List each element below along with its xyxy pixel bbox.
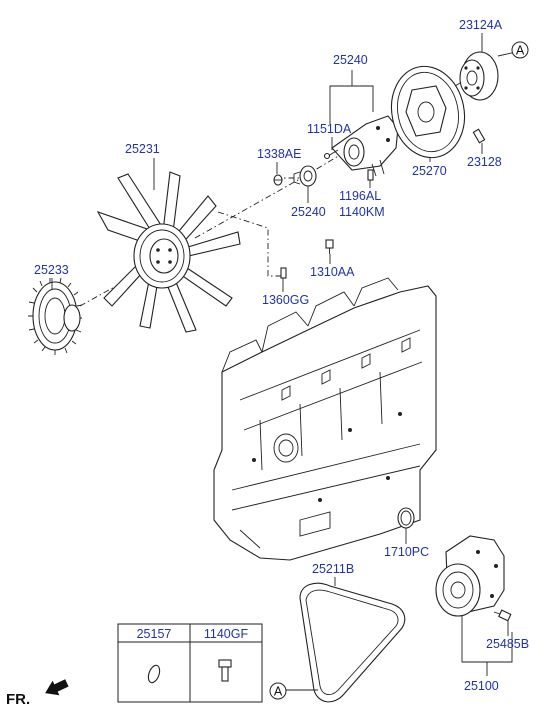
label-23128: 23128 (467, 155, 502, 169)
label-25240-top: 25240 (333, 53, 368, 67)
label-1196AL: 1196AL (339, 189, 381, 203)
table-header-1140GF: 1140GF (204, 627, 249, 641)
table-header-25157: 25157 (137, 627, 172, 641)
label-25240-low: 25240 (291, 205, 326, 219)
label-25233: 25233 (34, 263, 69, 277)
label-25231: 25231 (125, 142, 160, 156)
o-ring-1710PC (397, 507, 415, 529)
fr-label: FR. (6, 691, 30, 708)
center-line-pulley (304, 79, 466, 177)
bolt-23128 (472, 128, 486, 144)
center-line-fan-hub (194, 175, 306, 239)
fan-hub-25240 (293, 165, 317, 187)
pulley-25270 (390, 65, 466, 159)
front-direction-arrow-icon (45, 679, 69, 696)
bolts-1196AL-1140KM (367, 169, 374, 181)
fan-bracket-25240 (331, 115, 399, 177)
water-pump-25100 (435, 535, 505, 617)
fan-clutch-25233 (28, 277, 83, 355)
label-25270: 25270 (412, 164, 447, 178)
callout-circle-top (511, 41, 529, 59)
center-line-fan-clutch (79, 269, 146, 307)
label-1310AA: 1310AA (310, 265, 355, 279)
bolt-1360GG (280, 267, 287, 279)
drain-plug-25485B (493, 609, 512, 622)
pulley-23124A (459, 51, 499, 101)
label-25100: 25100 (464, 679, 499, 693)
label-1338AE: 1338AE (257, 147, 301, 161)
label-25485B: 25485B (486, 637, 529, 651)
bolt-1140GF-icon (218, 659, 232, 682)
parts-table (117, 623, 263, 703)
drive-belt-25211B (299, 582, 406, 703)
engine-block (213, 277, 437, 561)
label-1710PC: 1710PC (384, 545, 429, 559)
label-1151DA: 1151DA (307, 122, 352, 136)
label-1360GG: 1360GG (262, 293, 309, 307)
label-23124A: 23124A (459, 18, 503, 32)
bolt-1310AA (325, 239, 334, 254)
label-25211B: 25211B (312, 562, 354, 576)
cooling-fan-25231 (96, 171, 241, 333)
callout-a-bottom: A (274, 685, 283, 699)
label-1140KM: 1140KM (339, 205, 385, 219)
callout-a-top: A (516, 44, 525, 58)
o-ring-25157-icon (147, 664, 161, 684)
bolt-1151DA (323, 149, 339, 160)
nut-1338AE (273, 174, 283, 186)
callout-circle-bottom (269, 682, 287, 700)
